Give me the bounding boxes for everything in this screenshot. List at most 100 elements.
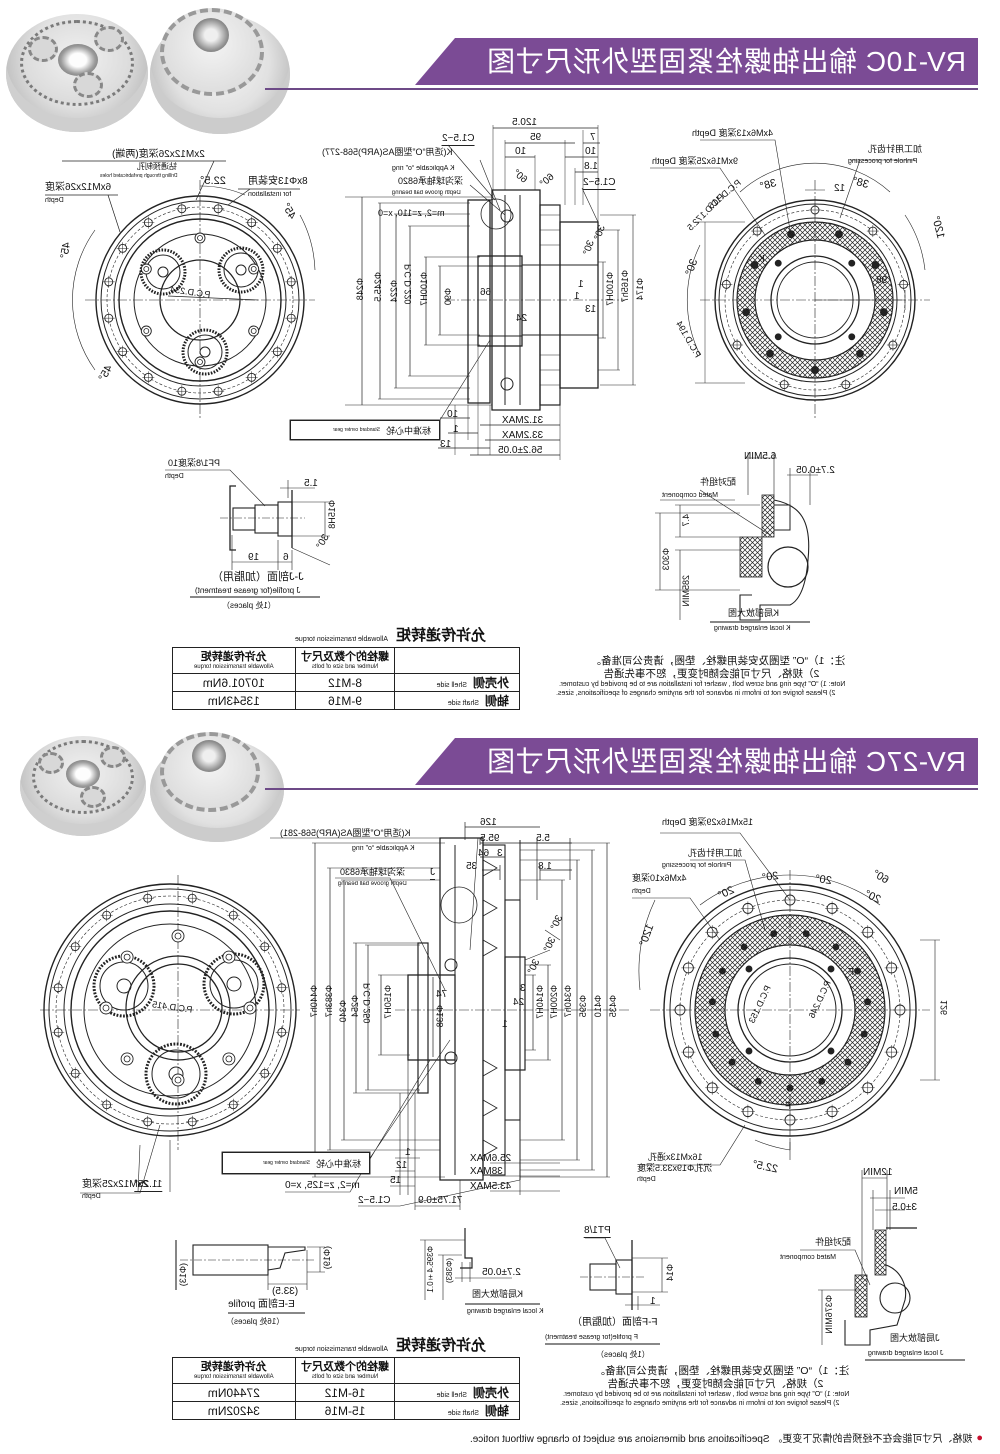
install-hole-label-en: for installation	[248, 191, 292, 198]
depth-label: Depth	[165, 473, 184, 480]
dim-label: 5MIN	[894, 1186, 918, 1197]
dim-top: 1.8	[584, 161, 598, 172]
hole-centerline	[141, 892, 154, 905]
dim-top: 10	[585, 146, 597, 157]
dim-top: 95.5	[480, 833, 500, 844]
rv27c-e-profile	[175, 1240, 325, 1314]
section-header-band	[415, 38, 978, 85]
bolt-hole	[171, 929, 185, 943]
hole-centerline	[860, 1080, 875, 1095]
diameter-label: (Φ383)	[445, 1258, 454, 1284]
k-detail-title-cn: K局部放大图	[472, 1289, 524, 1299]
section-mark: F	[848, 967, 855, 978]
pin-hole-ring	[708, 930, 872, 1092]
bolt-hole-inner	[174, 932, 182, 940]
bolt-hole	[834, 230, 843, 239]
bolt-hole	[879, 308, 888, 317]
center-gear-label-cn: 标准中心轮	[315, 1158, 361, 1169]
tapped-hole-label: 4xM6x13深度 Depth	[692, 128, 774, 138]
dim-top: 1.8	[538, 861, 552, 872]
dim-label: 98	[876, 275, 888, 286]
bolt-hole	[750, 261, 759, 269]
hole-centerline	[825, 901, 840, 916]
k-detail-title-cn: K局部放大图	[728, 608, 780, 618]
hole-centerline	[681, 1045, 696, 1060]
section-mark: F	[785, 1101, 792, 1112]
hole-centerline	[778, 378, 791, 391]
planet-gear	[94, 26, 124, 52]
hole-centerline	[285, 275, 298, 288]
hole-centerline	[886, 339, 899, 351]
bolt-hole	[754, 1077, 762, 1085]
planet-gear	[38, 752, 64, 774]
bolt-hole	[243, 1001, 257, 1015]
bolt-hole	[871, 261, 880, 269]
rv10c-k-detail	[655, 452, 818, 623]
note-line: 2) Please forgive not to inform in advan…	[560, 1400, 840, 1407]
pinhole-label-en: Pinhole for processing	[662, 862, 732, 869]
dim-inner: 24	[516, 313, 528, 324]
cell-torque: 10701.6Nm	[172, 673, 296, 692]
tapped-hole-ring	[774, 259, 856, 341]
hole-centerline	[825, 1104, 840, 1119]
hole-centerline	[897, 278, 910, 291]
dim-inner: 74	[436, 989, 448, 1000]
hole-centerline	[186, 892, 199, 905]
bolt-hole	[864, 998, 872, 1006]
bearing-label-en: Depth groove ball bearing	[392, 190, 461, 196]
bolt-hole	[848, 333, 856, 341]
bolt-hole-inner	[143, 266, 150, 272]
pinhole-label-cn: 加工用针齿孔	[688, 848, 743, 858]
hole-centerline	[116, 242, 129, 255]
center-bore	[66, 760, 100, 788]
footer-notice: ● 规格、尺寸可能会在不经预告的情况下变更。 Specifications an…	[395, 1430, 983, 1446]
bolt-hole	[854, 967, 861, 975]
bolt-hole	[844, 1058, 852, 1066]
hole-centerline	[227, 1098, 240, 1111]
hole-centerline	[69, 1067, 82, 1080]
hole-centerline	[175, 385, 188, 398]
bolt-hole	[120, 1052, 134, 1066]
hole-centerline	[673, 1003, 687, 1017]
dim-label: 285MIN	[681, 575, 691, 607]
diameter-label: Φ150H7	[383, 985, 393, 1019]
bolt-hole-inner	[246, 1004, 254, 1012]
dim-inner: 1	[574, 291, 580, 302]
diameter-label: Φ140H7	[535, 985, 545, 1019]
dim-label: 126	[939, 1000, 949, 1016]
bolt-hole	[712, 1030, 720, 1038]
caption-en: Allowable transmission torque	[295, 636, 388, 643]
j-profile-title-cn: J-J剖面（加脂用）	[212, 571, 304, 583]
hole-centerline	[227, 909, 240, 922]
diameter-label: Φ174	[635, 278, 645, 301]
bolt-hole	[708, 998, 716, 1006]
section-mark: K	[758, 254, 765, 265]
bolt-hole	[770, 930, 778, 938]
j-profile-count: （1处 places）	[222, 601, 276, 610]
hole-centerline	[860, 925, 875, 940]
diameter-label: Φ395.4±0.1	[426, 1246, 435, 1293]
dim-inner: 24	[513, 997, 525, 1008]
bolt-hole-inner	[123, 1055, 131, 1063]
dim-label: 2.7±0.05	[482, 1267, 521, 1278]
hole-centerline	[212, 202, 225, 215]
dim-inner: 1	[502, 1019, 508, 1030]
dim-top: 7	[590, 132, 596, 143]
dim-top: 3	[497, 848, 503, 859]
diameter-label: Φ138	[435, 1005, 445, 1028]
pin-hole-ring	[742, 230, 888, 374]
center-gear-callout: 标准中心轮 Standard center gear	[290, 420, 440, 440]
pcd-label: P.C.D.250	[362, 983, 372, 1024]
hole-centerline	[141, 1115, 154, 1128]
counterbore-label: 沉孔Φ19x33.5深度	[637, 1163, 713, 1173]
install-hole-label-cn: 8xΦ13安装用	[248, 176, 308, 187]
dim-bottom: 13	[440, 439, 452, 450]
planet-gear	[100, 746, 126, 768]
hole-centerline	[212, 385, 225, 398]
mated-component-label-cn: 配对组件	[815, 1237, 852, 1247]
hole-centerline	[731, 339, 744, 351]
k-detail-title-en: K local enlarged drawing	[467, 1308, 544, 1315]
note-line: 2）规格、尺寸可能会随时变更，恕不事先通告	[607, 1378, 824, 1391]
angle-label: 20°	[814, 872, 833, 888]
